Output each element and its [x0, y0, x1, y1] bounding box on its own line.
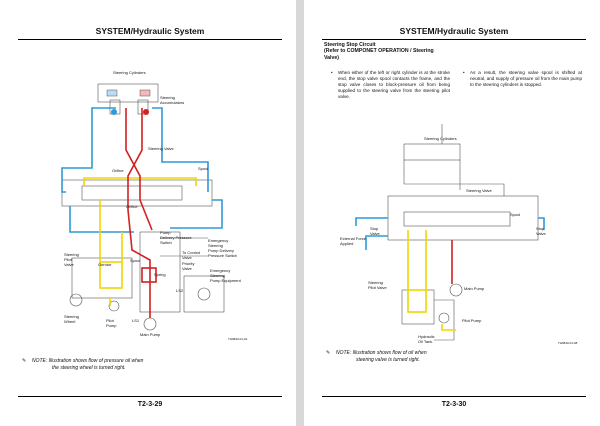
label-main-pump: Main Pump: [140, 332, 161, 337]
label-main-pump: Main Pump: [464, 286, 485, 291]
label-to-control-1: To Control: [182, 250, 200, 255]
label-emergency-3: Pump Delivery: [208, 248, 234, 253]
bullet-dot-icon: •: [331, 70, 333, 75]
figure-id: TH0840-01-01: [228, 337, 248, 341]
note: ✎ NOTE: Illustration shows flow of pressu…: [22, 358, 143, 372]
bullet-right: • As a result, the steering valve spool …: [463, 70, 582, 88]
label-steering-cylinders: Steering Cylinders: [424, 136, 457, 141]
label-steering-accumulators-1: Steering: [160, 95, 175, 100]
label-emergency-eq-1: Emergency: [210, 268, 230, 273]
label-stop-valve-left-2: Valve: [370, 231, 380, 236]
page-gutter: [296, 0, 304, 426]
label-steering-pilot-2: Pilot Valve: [368, 285, 387, 290]
label-steering-valve: Steering Valve: [148, 146, 174, 151]
label-emergency-eq-3: Pump Equipment: [210, 278, 242, 283]
label-pump-delivery-1: Pump: [160, 230, 171, 235]
label-spool-top: Spool: [198, 166, 208, 171]
label-pump-delivery-3: Switch: [160, 240, 172, 245]
section-title-line-1: Steering Stop Circuit: [324, 42, 376, 48]
label-steering-wheel-1: Steering: [64, 314, 79, 319]
label-orifice-bottom: Orifice: [126, 204, 138, 209]
page-footer: T2-3-29: [18, 396, 282, 408]
label-spool-mid: Spool: [130, 258, 140, 263]
page-header: SYSTEM/Hydraulic System: [18, 26, 282, 40]
note-text-2: the steering wheel is turned right.: [52, 365, 126, 371]
label-pilot-pump-1: Pilot: [106, 318, 115, 323]
diagram-labels: Steering Cylinders Steering Accumulators…: [64, 70, 248, 341]
bullet-left-text: When either of the left or right cylinde…: [338, 70, 450, 99]
label-pump-delivery-2: Delivery Pressure: [160, 235, 192, 240]
label-pilot-pump: Pilot Pump: [462, 318, 482, 323]
label-steering-accumulators-2: Accumulators: [160, 100, 184, 105]
note-label: NOTE:: [32, 358, 48, 364]
label-hydraulic-tank-1: Hydraulic: [418, 334, 435, 339]
label-priority-2: Valve: [182, 266, 192, 271]
diagram-labels-right: Steering Cylinders Steering Valve Spool …: [340, 136, 578, 345]
label-emergency-eq-2: Steering: [210, 273, 225, 278]
note-text-2: steering valve is turned right.: [356, 357, 420, 363]
label-ls1: LS1: [132, 318, 140, 323]
section-title-line-2: (Refer to COMPONET OPERATION / Steering: [324, 48, 434, 55]
page-footer: T2-3-30: [322, 396, 586, 408]
bullet-right-text: As a result, the steering valve spool is…: [470, 70, 582, 87]
label-spring: Spring: [154, 272, 166, 277]
label-to-control-2: Valve: [182, 255, 192, 260]
label-steering-cylinders: Steering Cylinders: [113, 70, 146, 75]
label-steering-pilot-3: Valve: [64, 262, 74, 267]
note: ✎ NOTE: Illustration shows flow of oil wh…: [326, 350, 427, 364]
note-pencil-icon: ✎: [326, 350, 331, 356]
page-header: SYSTEM/Hydraulic System: [322, 26, 586, 40]
note-text-1: Illustration shows flow of pressure oil …: [48, 358, 144, 364]
note-pencil-icon: ✎: [22, 358, 27, 364]
label-gerotor: Gerotor: [98, 262, 112, 267]
bullet-left: • When either of the left or right cylin…: [331, 70, 450, 100]
label-pilot-pump-2: Pump: [106, 323, 117, 328]
label-steering-pilot-2: Pilot: [64, 257, 73, 262]
label-priority-1: Priority: [182, 261, 194, 266]
label-stop-valve-right-1: Stop: [536, 226, 545, 231]
note-text-1: Illustration shows flow of oil when: [352, 350, 427, 356]
label-orifice-top: Orifice: [112, 168, 124, 173]
label-steering-pilot-1: Steering: [368, 280, 383, 285]
bullet-dot-icon: •: [463, 70, 465, 75]
label-external-force-1: External Force: [340, 236, 367, 241]
label-hydraulic-tank-2: Oil Tank: [418, 339, 432, 344]
label-ls2: LS2: [176, 288, 184, 293]
label-steering-pilot-1: Steering: [64, 252, 79, 257]
section-title: Steering Stop Circuit (Refer to COMPONET…: [324, 42, 434, 61]
label-steering-wheel-2: Wheel: [64, 319, 75, 324]
section-title-line-3: Valve): [324, 54, 339, 61]
figure-id: TH0840-01-08: [558, 341, 578, 345]
label-stop-valve-right-2: Valve: [536, 231, 546, 236]
label-steering-valve: Steering Valve: [466, 188, 492, 193]
stop-circuit-diagram: [355, 124, 545, 341]
label-emergency-1: Emergency: [208, 238, 228, 243]
label-external-force-2: Applied: [340, 241, 353, 246]
label-spool: Spool: [510, 212, 520, 217]
label-emergency-2: Steering: [208, 243, 223, 248]
steering-circuit-diagram: [61, 83, 225, 331]
note-label: NOTE:: [336, 350, 352, 356]
right-page: SYSTEM/Hydraulic System Steering Stop Ci…: [304, 0, 600, 426]
label-emergency-4: Pressure Switch: [208, 253, 237, 258]
left-page: SYSTEM/Hydraulic System: [0, 0, 296, 426]
label-stop-valve-left-1: Stop: [370, 226, 379, 231]
